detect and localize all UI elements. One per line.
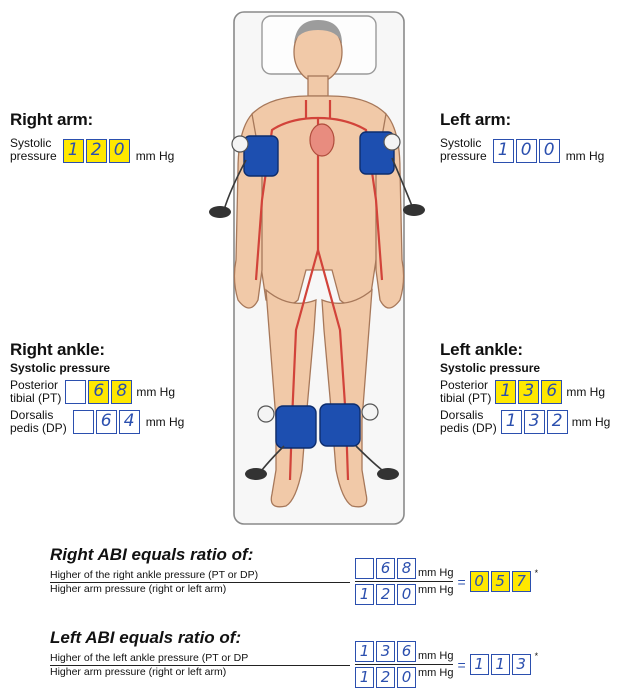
left-arm-heading: Left arm: <box>440 110 604 130</box>
right-abi-denominator-text: Higher arm pressure (right or left arm) <box>50 583 350 595</box>
digit-box <box>355 558 374 579</box>
left-abi-section: Left ABI equals ratio of: Higher of the … <box>50 628 350 678</box>
right-dp-label: Dorsalis pedis (DP) <box>10 409 67 435</box>
digit-box: 0 <box>516 139 537 163</box>
digit-box: 2 <box>376 584 395 605</box>
dp-label-line2: pedis (DP) <box>10 422 67 435</box>
digit-box: 0 <box>397 667 416 688</box>
equals-sign: = <box>457 574 465 590</box>
digit-box: 0 <box>539 139 560 163</box>
right-arm-label-line2: pressure <box>10 150 57 163</box>
digit-box: 6 <box>88 380 109 404</box>
unit-label: mm Hg <box>136 149 175 163</box>
right-abi-calculation: 6 8 mm Hg 1 2 0 mm Hg = 0 5 7 * <box>355 558 538 605</box>
digit-box: 0 <box>109 139 130 163</box>
left-abi-title: Left ABI equals ratio of: <box>50 628 350 648</box>
right-arm-section: Right arm: Systolic pressure 1 2 0 mm Hg <box>10 110 174 163</box>
unit-label: mm Hg <box>418 667 453 679</box>
digit-box: 4 <box>119 410 140 434</box>
digit-box: 1 <box>493 139 514 163</box>
left-pt-label: Posterior tibial (PT) <box>440 379 491 405</box>
left-pt-boxes: 1 3 6 <box>495 380 562 404</box>
left-abi-result: 1 1 3 <box>470 654 531 675</box>
right-ankle-section: Right ankle: Systolic pressure Posterior… <box>10 340 184 435</box>
digit-box: 3 <box>376 641 395 662</box>
digit-box: 1 <box>491 654 510 675</box>
unit-label: mm Hg <box>146 415 185 429</box>
unit-label: mm Hg <box>572 415 611 429</box>
digit-box: 3 <box>512 654 531 675</box>
left-arm-label-line2: pressure <box>440 150 487 163</box>
left-abi-denominator-text: Higher arm pressure (right or left arm) <box>50 666 350 678</box>
left-arm-label: Systolic pressure <box>440 137 487 163</box>
right-ankle-subheading: Systolic pressure <box>10 362 184 375</box>
footnote-star: * <box>535 568 539 578</box>
left-ankle-subheading: Systolic pressure <box>440 362 610 375</box>
digit-box: 6 <box>397 641 416 662</box>
left-arm-pressure-boxes: 1 0 0 <box>493 139 560 163</box>
digit-box: 3 <box>524 410 545 434</box>
digit-box: 8 <box>111 380 132 404</box>
right-abi-fraction-text: Higher of the right ankle pressure (PT o… <box>50 569 350 595</box>
digit-box: 8 <box>397 558 416 579</box>
right-pt-label: Posterior tibial (PT) <box>10 379 61 405</box>
right-arm-pressure-boxes: 1 2 0 <box>63 139 130 163</box>
digit-box: 3 <box>518 380 539 404</box>
digit-box: 0 <box>397 584 416 605</box>
footnote-star: * <box>535 651 539 661</box>
left-arm-section: Left arm: Systolic pressure 1 0 0 mm Hg <box>440 110 604 163</box>
digit-box: 6 <box>376 558 395 579</box>
digit-box: 5 <box>491 571 510 592</box>
right-pt-boxes: 6 8 <box>65 380 132 404</box>
right-arm-label: Systolic pressure <box>10 137 57 163</box>
dp-label-line2: pedis (DP) <box>440 422 497 435</box>
digit-box: 1 <box>355 641 374 662</box>
digit-box <box>65 380 86 404</box>
left-dp-label: Dorsalis pedis (DP) <box>440 409 497 435</box>
right-abi-numerator-text: Higher of the right ankle pressure (PT o… <box>50 569 350 583</box>
digit-box: 1 <box>355 667 374 688</box>
unit-label: mm Hg <box>418 567 453 579</box>
digit-box: 2 <box>547 410 568 434</box>
digit-box: 1 <box>355 584 374 605</box>
digit-box: 0 <box>470 571 489 592</box>
left-dp-boxes: 1 3 2 <box>501 410 568 434</box>
digit-box: 1 <box>470 654 489 675</box>
equals-sign: = <box>457 657 465 673</box>
right-arm-heading: Right arm: <box>10 110 174 130</box>
pt-label-line2: tibial (PT) <box>10 392 61 405</box>
unit-label: mm Hg <box>566 385 605 399</box>
right-dp-boxes: 6 4 <box>73 410 140 434</box>
unit-label: mm Hg <box>418 650 453 662</box>
left-abi-fraction-text: Higher of the left ankle pressure (PT or… <box>50 652 350 678</box>
digit-box: 2 <box>86 139 107 163</box>
unit-label: mm Hg <box>418 584 453 596</box>
unit-label: mm Hg <box>136 385 175 399</box>
right-abi-section: Right ABI equals ratio of: Higher of the… <box>50 545 350 595</box>
digit-box: 7 <box>512 571 531 592</box>
left-abi-calculation: 1 3 6 mm Hg 1 2 0 mm Hg = 1 1 3 * <box>355 641 538 688</box>
left-ankle-heading: Left ankle: <box>440 340 610 360</box>
pt-label-line2: tibial (PT) <box>440 392 491 405</box>
right-abi-result: 0 5 7 <box>470 571 531 592</box>
digit-box: 1 <box>495 380 516 404</box>
digit-box: 6 <box>96 410 117 434</box>
digit-box: 2 <box>376 667 395 688</box>
right-ankle-heading: Right ankle: <box>10 340 184 360</box>
unit-label: mm Hg <box>566 149 605 163</box>
right-abi-title: Right ABI equals ratio of: <box>50 545 350 565</box>
digit-box: 1 <box>501 410 522 434</box>
digit-box <box>73 410 94 434</box>
left-ankle-section: Left ankle: Systolic pressure Posterior … <box>440 340 610 435</box>
left-abi-numerator-text: Higher of the left ankle pressure (PT or… <box>50 652 350 666</box>
digit-box: 6 <box>541 380 562 404</box>
digit-box: 1 <box>63 139 84 163</box>
